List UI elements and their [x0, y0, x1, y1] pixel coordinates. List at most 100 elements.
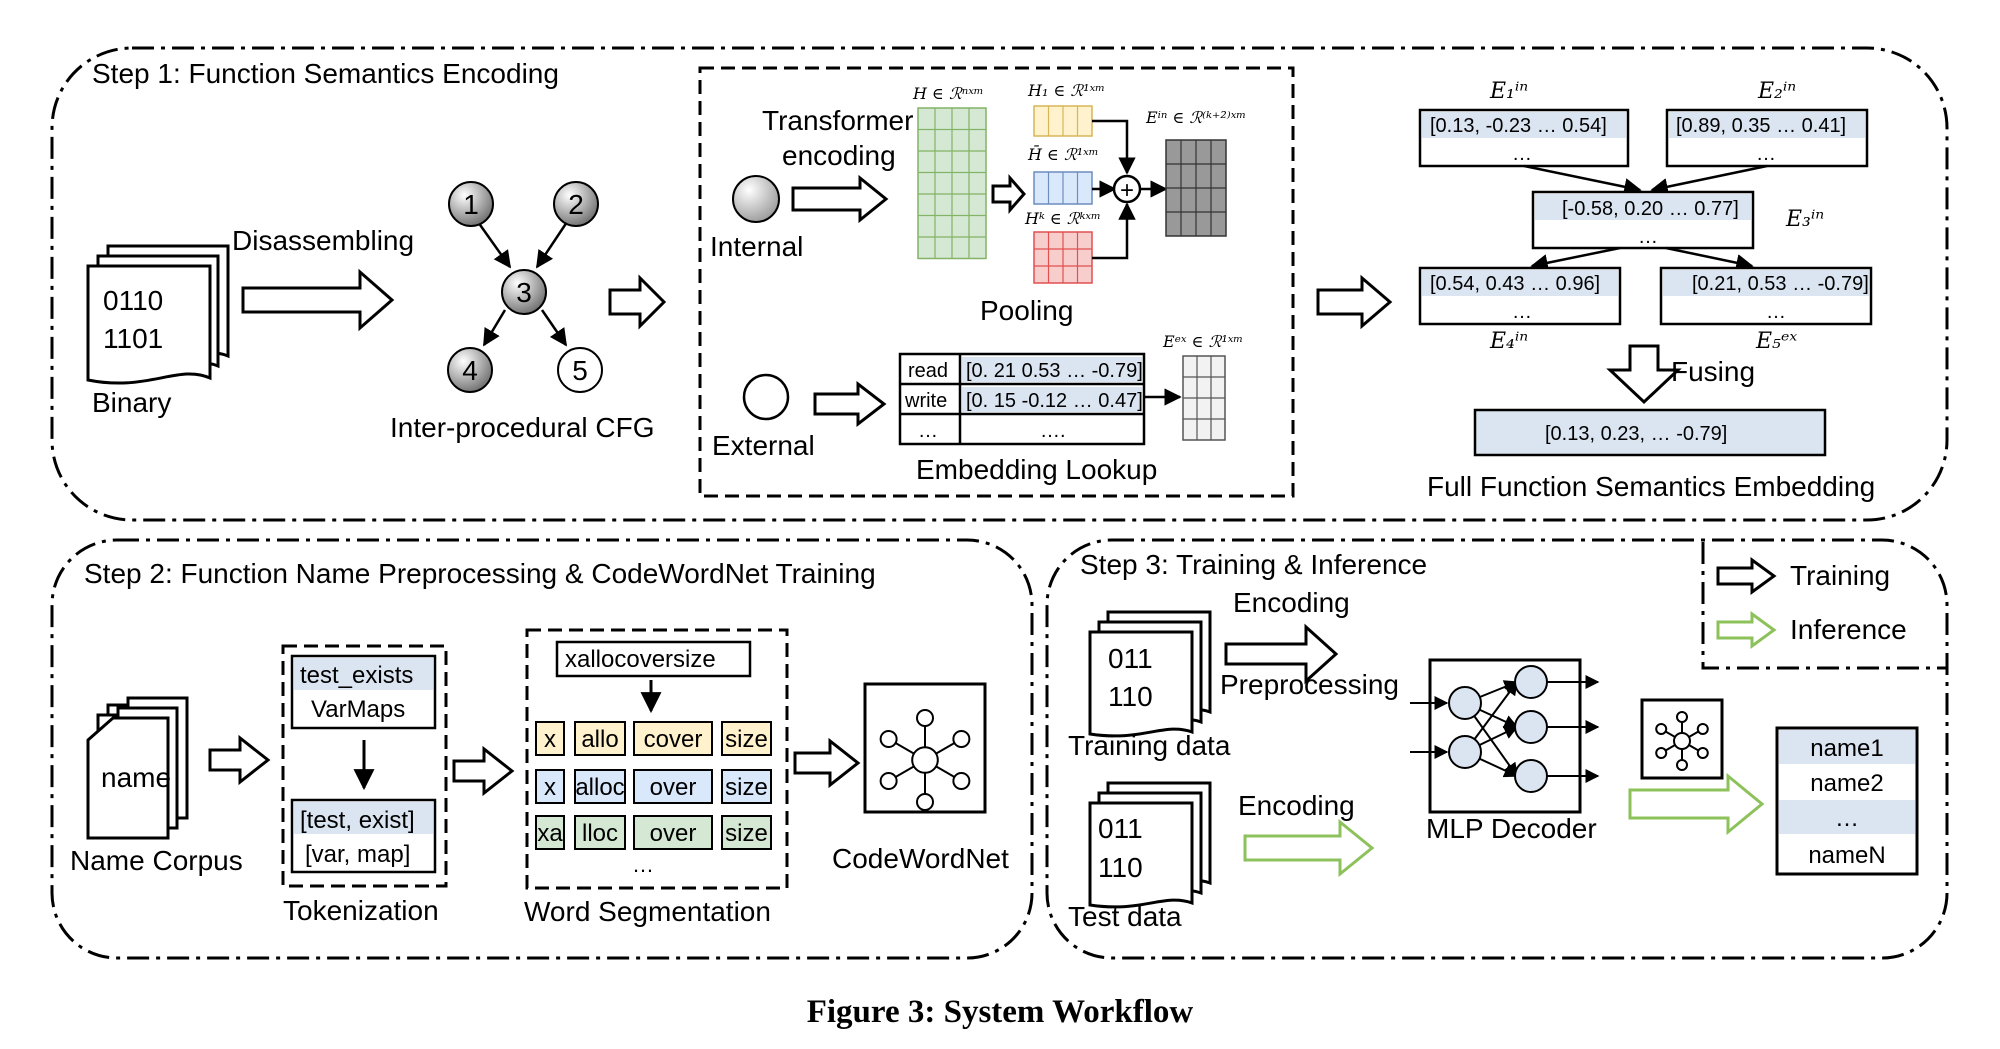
step3-frame [1045, 538, 1949, 960]
matrix-hk [1033, 231, 1093, 284]
segment-cell [633, 721, 713, 756]
segment-text: x [544, 774, 556, 801]
segment-text: size [725, 726, 768, 753]
segmentation-more: … [632, 852, 654, 877]
e1-label: E₁ⁱⁿ [1489, 79, 1528, 104]
embedding-lookup-table [898, 352, 1146, 446]
e5-vector: [0.21, 0.53 … -0.79] [1692, 273, 1869, 295]
test-encoding-label: Encoding [1238, 790, 1355, 821]
binary-bits-1: 0110 [103, 285, 163, 316]
segment-cell [535, 815, 565, 850]
disassembling-label: Disassembling [232, 225, 414, 256]
training-bits-1: 011 [1108, 643, 1153, 674]
network-hub-node [1673, 732, 1691, 750]
segment-cell [574, 721, 626, 756]
mlp-neuron [1448, 686, 1482, 720]
segment-text: size [725, 820, 768, 847]
internal-function-icon [732, 175, 780, 223]
segment-text: allo [581, 726, 618, 753]
math-hbar: H̄ ∈ ℛ¹ˣᵐ [1027, 143, 1099, 164]
pooling-arrow [991, 174, 1026, 214]
network-leaf-node [1655, 723, 1668, 735]
tokenization-label: Tokenization [283, 895, 439, 926]
network-leaf-node [1696, 723, 1709, 735]
e3-to-e4 [1530, 246, 1621, 272]
binary-bits-2: 1101 [103, 323, 163, 354]
step1-title: Step 1: Function Semantics Encoding [92, 58, 559, 89]
tokenization-input-2: VarMaps [311, 696, 405, 723]
segment-cell [633, 815, 713, 850]
e2-ellipsis: … [1756, 143, 1776, 165]
encoder-to-fusion-arrow [1316, 274, 1393, 330]
name-item-1: name1 [1810, 735, 1883, 762]
e3-to-e5 [1665, 246, 1754, 272]
segmentation-input-box [555, 640, 752, 678]
legend-frame [1701, 542, 1947, 670]
step3-panel: Step 3: Training & Inference Training In… [1045, 538, 1949, 960]
math-hk: Hᵏ ∈ ℛᵏˣᵐ [1024, 209, 1101, 228]
test-data-label: Test data [1068, 901, 1182, 932]
segment-text: alloc [575, 774, 624, 801]
segment-cell [535, 721, 565, 756]
tokenization-output-2: [var, map] [305, 841, 410, 868]
codewordnet-label: CodeWordNet [832, 843, 1009, 874]
test-bits-2: 110 [1098, 852, 1143, 883]
lookup-key-read: read [908, 360, 948, 382]
pooling-label: Pooling [980, 295, 1073, 326]
e1-vector: [0.13, -0.23 … 0.54] [1430, 115, 1607, 137]
transformer-label-1: Transformer [762, 105, 913, 136]
cfg-node-label-2: 2 [568, 189, 584, 220]
e3-ellipsis: … [1638, 226, 1658, 248]
e1-ellipsis: … [1512, 143, 1532, 165]
name-item-2: name2 [1810, 770, 1883, 797]
step3-title: Step 3: Training & Inference [1080, 549, 1427, 580]
network-leaf-node [916, 793, 934, 811]
word-segmentation-label: Word Segmentation [524, 896, 771, 927]
training-data-label: Training data [1068, 730, 1231, 761]
segmentation-to-codewordnet-arrow [793, 737, 861, 789]
fusing-arrow [1606, 344, 1682, 405]
training-encoding-label: Encoding [1233, 587, 1350, 618]
segment-text: size [725, 774, 768, 801]
mlp-network [1410, 665, 1600, 793]
test-encoding-arrow [1243, 818, 1375, 878]
e2-vector: [0.89, 0.35 … 0.41] [1676, 115, 1846, 137]
cfg-node-label-4: 4 [462, 355, 478, 386]
mlp-neuron [1514, 710, 1548, 744]
segment-text: over [650, 774, 697, 801]
segment-cell [535, 769, 565, 804]
lookup-key-more: … [918, 420, 938, 442]
fusing-label: Fusing [1671, 356, 1755, 387]
e2-label: E₂ⁱⁿ [1757, 79, 1796, 104]
name-document-label: name [101, 762, 171, 793]
segment-cell [574, 769, 626, 804]
legend-training-arrow [1716, 557, 1777, 595]
lookup-value-more: …. [1040, 420, 1066, 442]
e3-vector: [-0.58, 0.20 … 0.77] [1562, 198, 1739, 220]
network-hub-node [911, 746, 939, 774]
name-item-ellipsis: … [1835, 805, 1859, 832]
segmentation-input: xallocoversize [565, 646, 716, 673]
external-function-icon [742, 373, 790, 421]
mlp-neuron [1514, 759, 1548, 793]
name-item-n: nameN [1808, 842, 1885, 869]
mlp-neuron [1448, 735, 1482, 769]
e4-ellipsis: … [1512, 301, 1532, 323]
training-data-document-icon [1088, 610, 1212, 738]
cfg-node-label-3: 3 [516, 277, 532, 308]
lookup-key-write: write [904, 390, 947, 412]
tokenization-to-segmentation-arrow [452, 745, 515, 797]
segment-text: xa [537, 820, 563, 847]
word-segmentation-box [525, 628, 789, 890]
cfg-node-4 [447, 347, 493, 393]
e2-to-e3 [1650, 164, 1768, 196]
math-h1: H₁ ∈ ℛ¹ˣᵐ [1027, 81, 1105, 100]
matrix-h1 [1033, 105, 1093, 137]
training-encoding-arrow [1224, 623, 1339, 685]
network-leaf-node [879, 730, 898, 748]
hk-connector [1092, 202, 1136, 260]
codewordnet-network-icon [879, 709, 971, 811]
test-data-document-icon [1088, 781, 1212, 909]
test-bits-1: 011 [1098, 813, 1143, 844]
cfg-node-5 [557, 347, 603, 393]
